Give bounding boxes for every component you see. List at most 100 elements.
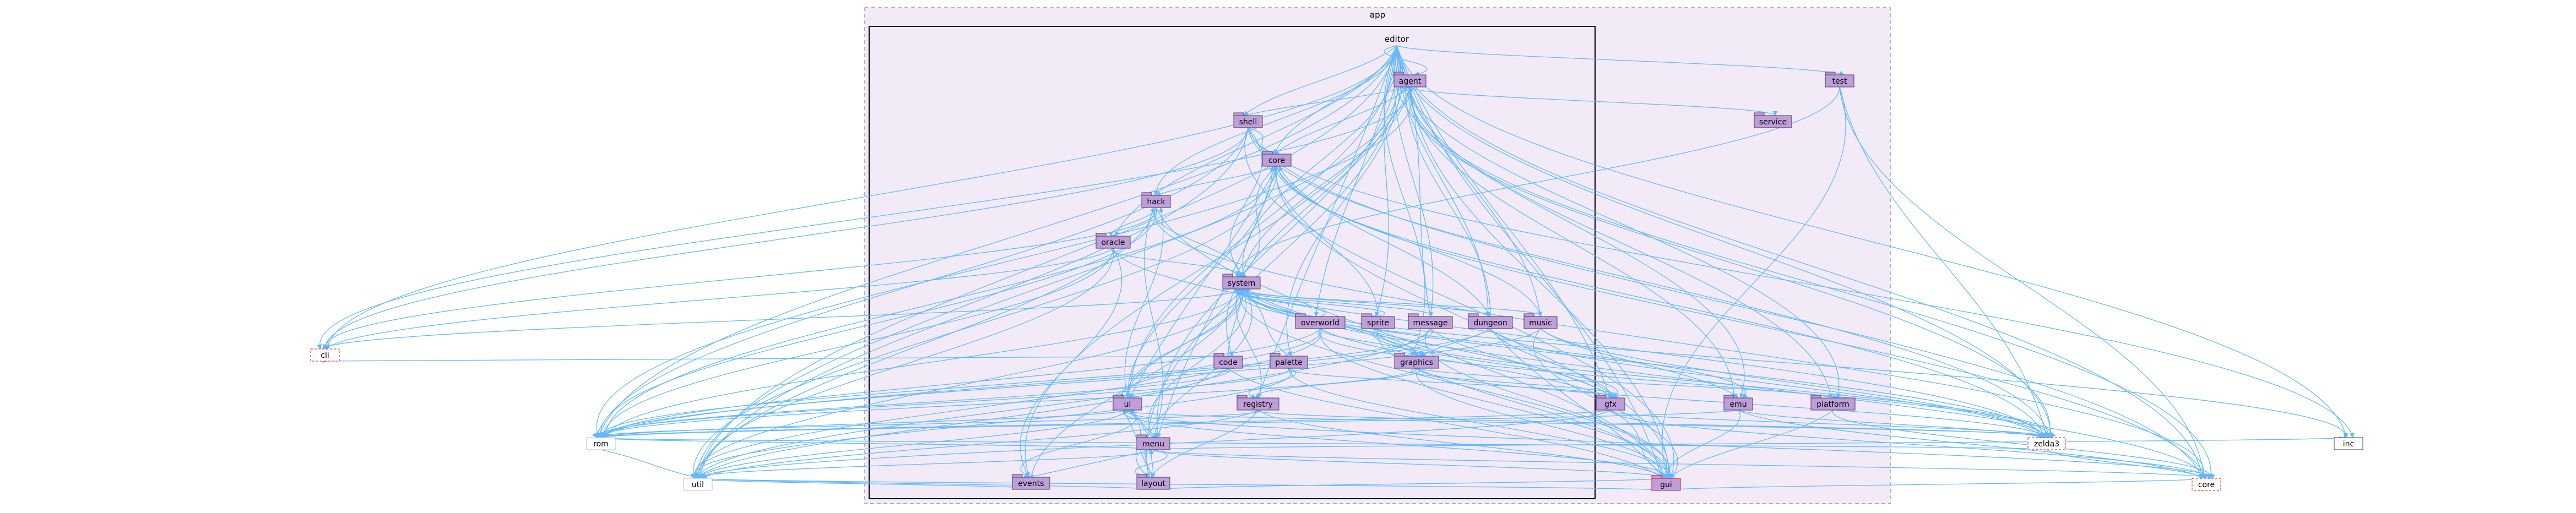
node-palette[interactable]: palette [1270, 353, 1308, 369]
edge-graphics-to-gfx [1411, 368, 1619, 400]
edge-emu-to-core_ext [1738, 410, 2205, 479]
node-gui[interactable]: gui [1651, 475, 1681, 491]
cluster-app-label: app [1370, 10, 1385, 20]
node-layout[interactable]: layout [1136, 474, 1170, 490]
edge-sprite-to-zelda3 [1376, 328, 2056, 438]
edge-menu-to-system [1148, 288, 1246, 438]
edge-gfx-to-core_ext [1610, 410, 2211, 479]
node-oracle[interactable]: oracle [1096, 233, 1131, 249]
edge-oracle-to-rom [600, 248, 1114, 438]
edge-editor-to-music [1396, 45, 1543, 317]
edge-events-to-system [1031, 288, 1243, 478]
node-code[interactable]: code [1213, 353, 1243, 369]
node-hack[interactable]: hack [1141, 192, 1171, 208]
edge-rom-to-util [600, 449, 701, 480]
edge-editor-to-events [1024, 45, 1401, 478]
node-events-label: events [1018, 479, 1044, 488]
edge-editor-to-inc [1396, 45, 2348, 438]
node-system-label: system [1228, 279, 1256, 288]
edge-dungeon-to-rom [600, 328, 1491, 438]
edge-graphics-to-rom [596, 368, 1417, 438]
node-platform-box [1810, 397, 1856, 411]
node-cli-label: cli [321, 351, 329, 360]
edge-sprite-to-gui [1377, 328, 1666, 479]
node-zelda3[interactable]: zelda3 [2027, 437, 2066, 450]
cluster-editor-box [869, 26, 1596, 499]
node-zelda3-box [2027, 437, 2066, 450]
node-util[interactable]: util [683, 478, 713, 491]
node-core-external[interactable]: core [2192, 478, 2221, 491]
node-graphics[interactable]: graphics [1394, 353, 1439, 369]
edge-shell-to-inc [1248, 127, 2355, 438]
node-registry-label: registry [1243, 400, 1273, 409]
node-ui-box [1113, 397, 1142, 411]
node-rom[interactable]: rom [586, 437, 616, 450]
node-shell-label: shell [1239, 118, 1257, 127]
node-menu[interactable]: menu [1136, 434, 1170, 450]
node-dungeon-label: dungeon [1473, 319, 1507, 328]
edge-shell-to-cli [322, 127, 1249, 350]
node-hack-box [1141, 195, 1171, 208]
node-overworld-label: overworld [1301, 319, 1339, 328]
node-menu-label: menu [1142, 440, 1164, 449]
node-layout-box [1136, 477, 1170, 490]
node-code-box [1213, 356, 1243, 369]
node-music[interactable]: music [1523, 313, 1558, 329]
edge-core_ed-to-util [690, 166, 1277, 479]
node-registry[interactable]: registry [1237, 395, 1279, 411]
edge-test-to-gui [1662, 86, 1846, 479]
edge-emu-to-rom [600, 410, 1739, 439]
edge-shell-to-zelda3 [1248, 127, 2051, 438]
node-message-label: message [1413, 319, 1448, 328]
edge-test-to-zelda3 [1839, 86, 2048, 438]
node-core_ed-label: core [1268, 156, 1285, 165]
node-events[interactable]: events [1012, 474, 1050, 490]
node-inc[interactable]: inc [2334, 437, 2363, 450]
edge-menu-to-events [1028, 449, 1154, 479]
edge-editor-to-ui [1127, 45, 1397, 399]
edge-agent-to-zelda3 [1408, 86, 2053, 438]
node-message[interactable]: message [1408, 313, 1453, 329]
edge-menu-to-hack [1143, 207, 1164, 438]
node-cli[interactable]: cli [310, 348, 340, 362]
node-overworld[interactable]: overworld [1295, 313, 1346, 329]
node-agent[interactable]: agent [1393, 72, 1427, 88]
edge-dungeon-to-system [1241, 288, 1491, 317]
node-shell[interactable]: shell [1233, 112, 1263, 128]
edge-shell-to-rom [595, 127, 1249, 438]
node-core-editor[interactable]: core [1262, 151, 1292, 167]
node-core_ed-box [1262, 154, 1292, 167]
node-emu[interactable]: emu [1723, 395, 1753, 411]
edge-editor-to-core_ext [1396, 45, 2204, 479]
node-gfx-label: gfx [1604, 400, 1617, 409]
node-service-box [1754, 115, 1792, 128]
edge-palette-to-util [692, 368, 1292, 479]
node-gfx[interactable]: gfx [1596, 395, 1625, 411]
edge-overworld-to-rom [600, 328, 1321, 438]
edge-agent-to-rom [595, 86, 1413, 438]
node-gui-label: gui [1660, 481, 1672, 489]
edge-ui-to-events [1020, 410, 1136, 478]
edge-message-to-gfx [1430, 328, 1613, 399]
edge-agent-to-gui [1409, 86, 1673, 479]
edge-platform-to-core_ext [1832, 410, 2216, 479]
node-graphics-label: graphics [1400, 358, 1433, 367]
edge-emu-to-zelda3 [1738, 410, 2043, 439]
node-dungeon[interactable]: dungeon [1468, 313, 1513, 329]
node-layout-label: layout [1141, 479, 1165, 488]
edge-editor-to-menu [1154, 45, 1398, 438]
edge-system-to-cli [322, 288, 1242, 350]
node-rom-box [586, 437, 616, 450]
node-service[interactable]: service [1754, 112, 1792, 128]
node-ui[interactable]: ui [1113, 395, 1142, 411]
node-system[interactable]: system [1222, 274, 1261, 290]
node-sprite[interactable]: sprite [1361, 313, 1395, 329]
node-test-box [1825, 74, 1854, 88]
node-platform[interactable]: platform [1810, 395, 1856, 411]
edge-menu-to-inc [1153, 436, 2345, 450]
edge-overworld-to-gui [1319, 328, 1672, 479]
edge-overworld-to-graphics [1320, 328, 1424, 357]
node-music-box [1523, 316, 1558, 329]
node-test[interactable]: test [1825, 72, 1854, 88]
node-ui-label: ui [1124, 400, 1131, 409]
